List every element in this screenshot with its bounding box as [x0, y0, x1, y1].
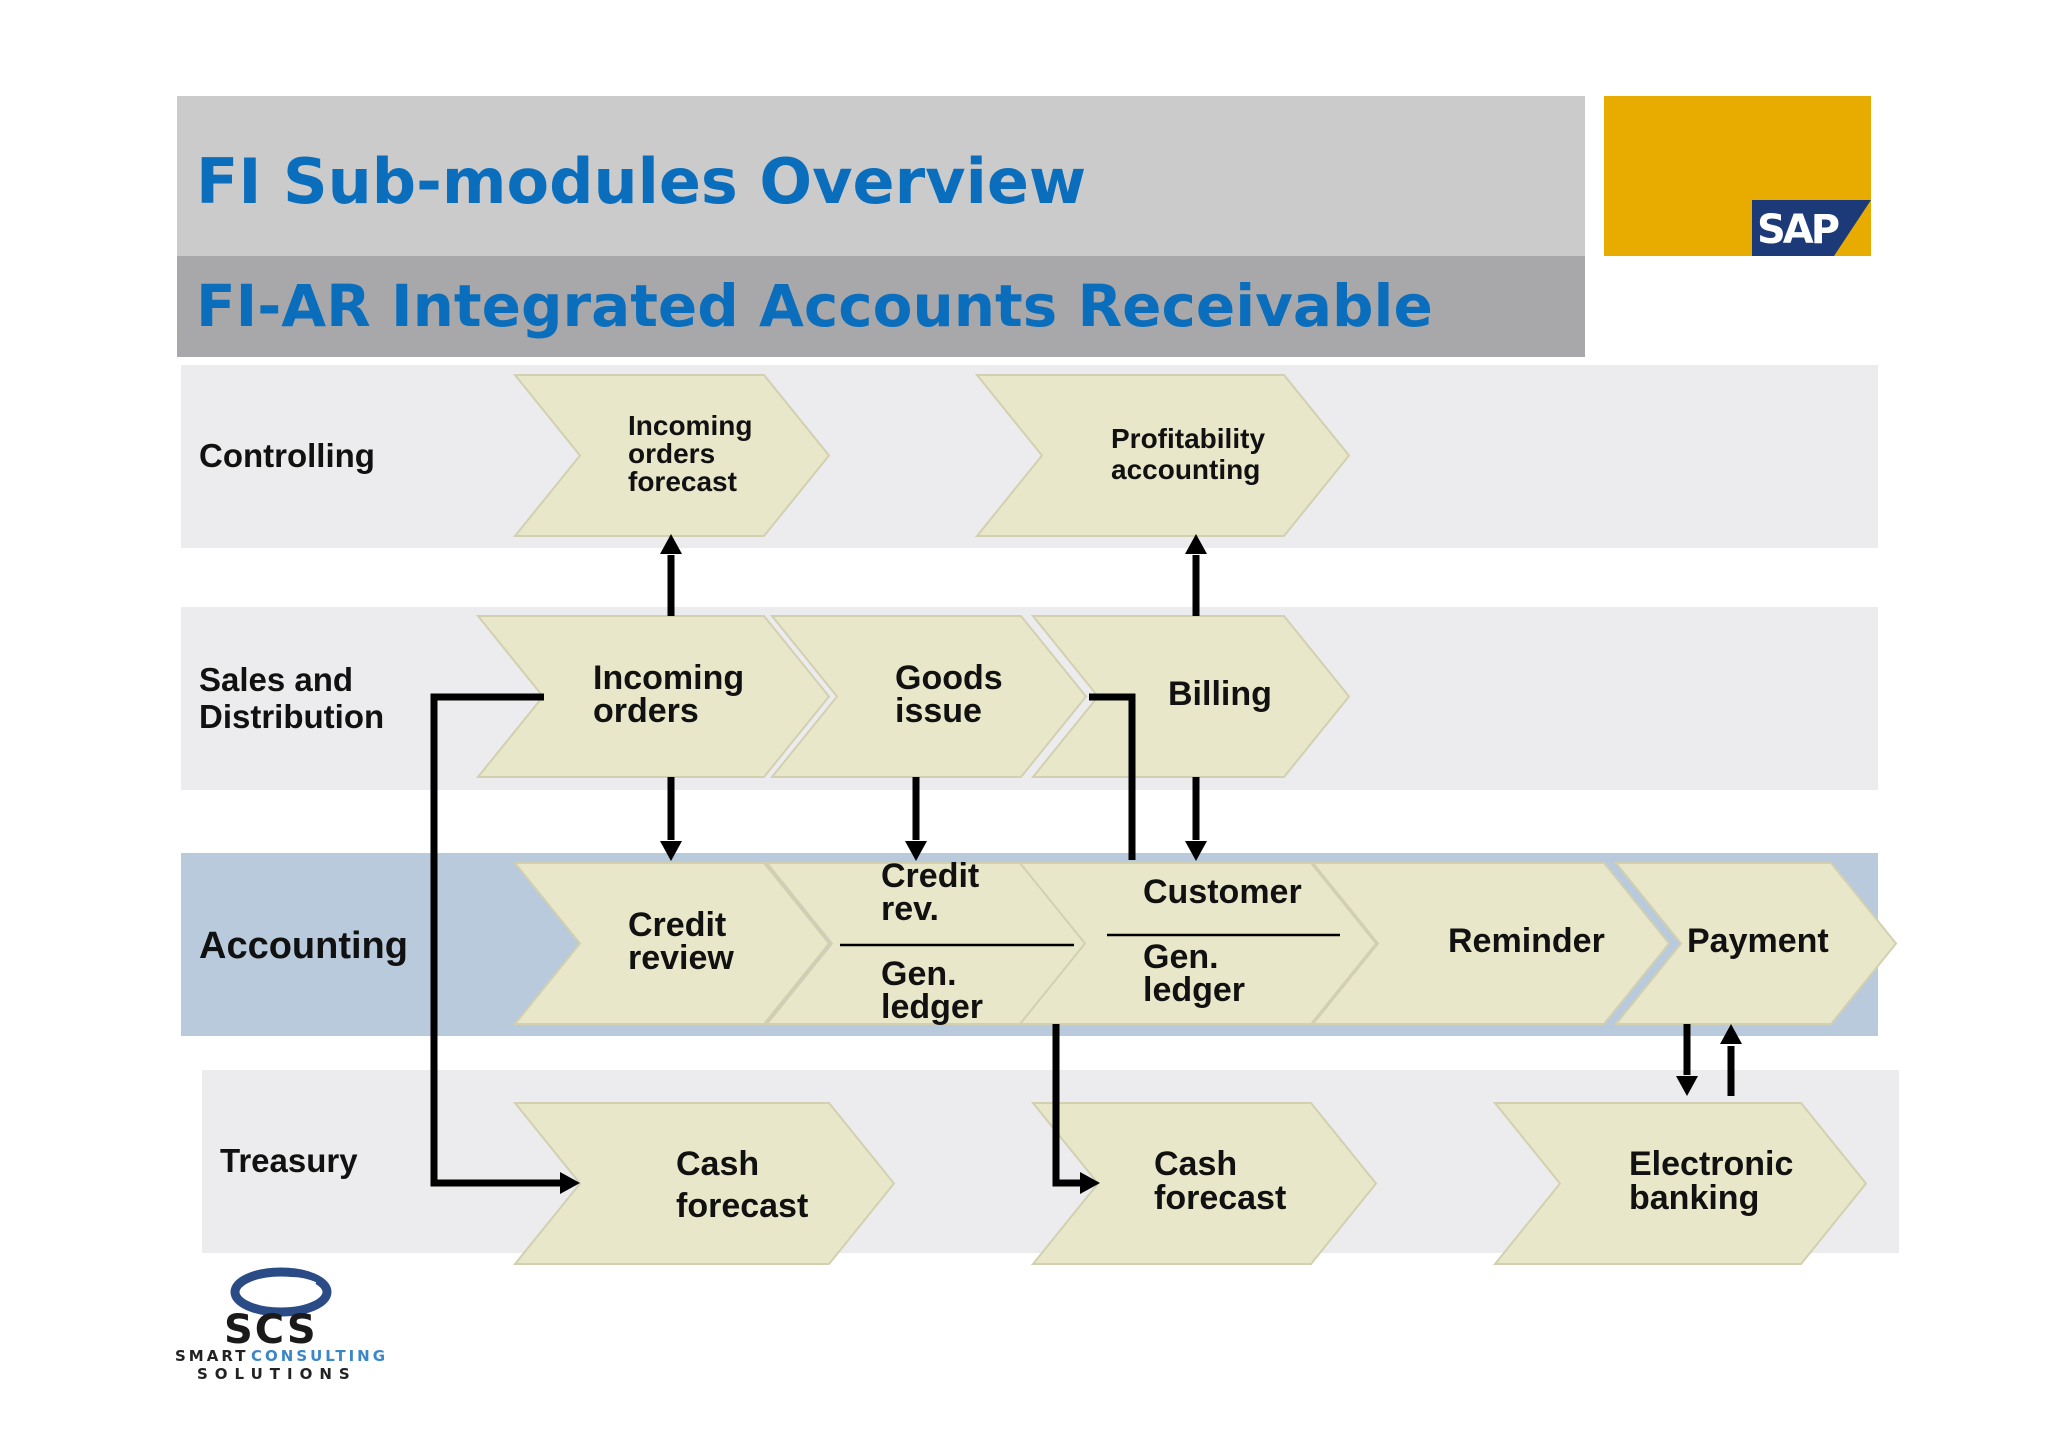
label-reminder-line-1: Reminder — [1448, 922, 1605, 960]
scs-line2: SOLUTIONS — [197, 1365, 357, 1383]
label-customer-bottom-line-2: ledger — [1143, 971, 1245, 1009]
chevron-goods-issue — [769, 615, 1088, 778]
label-cash-forecast-2-line-1: Cash — [1154, 1145, 1237, 1183]
label-customer-top-line-1: Customer — [1143, 873, 1302, 911]
arrow-payment-to-banking-head — [1676, 1076, 1698, 1096]
lane-label-sales-line2: Distribution — [199, 698, 384, 735]
label-credit-rev-top-line-1: Credit — [881, 857, 979, 895]
label-customer-bottom-line-1: Gen. — [1143, 938, 1219, 976]
connector-ledger-to-cash-forecast — [1052, 1024, 1080, 1187]
chevron-incoming-orders-forecast — [512, 374, 831, 537]
subheader-band — [177, 256, 1585, 357]
page-title: FI Sub-modules Overview — [196, 145, 1086, 218]
chevron-credit-review — [512, 862, 831, 1025]
page-subtitle: FI-AR Integrated Accounts Receivable — [196, 272, 1433, 340]
label-incoming-orders-forecast-line-3: forecast — [628, 466, 737, 497]
label-profitability-accounting-line-1: Profitability — [1111, 423, 1265, 454]
label-customer-top: Customer — [1143, 873, 1302, 911]
lane-label-accounting: Accounting — [199, 925, 408, 967]
arrow-goods-to-gen-ledger-head — [905, 841, 927, 861]
chevron-payment — [1613, 862, 1898, 1025]
label-goods-issue-line-2: issue — [895, 692, 982, 730]
label-customer-bottom: Gen.ledger — [1143, 938, 1245, 1009]
label-payment-line-1: Payment — [1687, 922, 1829, 960]
chevron-profitability-accounting — [974, 374, 1351, 537]
arrow-orders-to-forecast-head — [660, 534, 682, 554]
scs-swirl-icon — [230, 1267, 332, 1317]
label-reminder: Reminder — [1448, 922, 1605, 960]
label-credit-review-line-2: review — [628, 939, 734, 977]
label-cash-forecast-1: Cash forecast — [676, 1145, 808, 1225]
scs-swirl-accent — [247, 1277, 317, 1303]
arrow-orders-to-credit-review-head — [660, 841, 682, 861]
header-band — [177, 96, 1585, 256]
label-credit-rev-bottom-line-1: Gen. — [881, 955, 957, 993]
lane-label-sales-line1: Sales and — [199, 661, 353, 698]
label-electronic-banking-line-2: banking — [1629, 1179, 1759, 1217]
chevron-electronic-banking — [1492, 1102, 1868, 1265]
label-cash-forecast-2-line-2: forecast — [1154, 1179, 1286, 1217]
label-credit-review-line-1: Credit — [628, 906, 726, 944]
chevron-cash-forecast-1 — [512, 1102, 896, 1265]
connector-ledger-to-cash-forecast-head — [1080, 1172, 1100, 1194]
scs-mark: SCS — [224, 1307, 318, 1353]
label-goods-issue-line-1: Goods — [895, 659, 1003, 697]
label-billing: Billing — [1168, 675, 1272, 713]
connector-orders-to-cash-forecast — [430, 693, 560, 1187]
chevron-reminder — [1310, 862, 1671, 1025]
label-credit-rev-bottom-line-2: ledger — [881, 988, 983, 1026]
arrow-banking-to-payment-head — [1720, 1024, 1742, 1044]
lane-label-controlling: Controlling — [199, 437, 375, 474]
scs-line1-b: CONSULTING — [251, 1347, 388, 1365]
connector-goods-to-customer — [1089, 693, 1136, 860]
label-incoming-orders-line-1: Incoming — [593, 659, 744, 697]
label-billing-line-1: Billing — [1168, 675, 1272, 713]
label-payment: Payment — [1687, 922, 1829, 960]
label-electronic-banking-line-1: Electronic — [1629, 1145, 1793, 1183]
sap-logo: SAP — [1604, 96, 1871, 256]
scs-logo: SCS SMART CONSULTING SOLUTIONS — [175, 1267, 388, 1383]
label-incoming-orders-line-2: orders — [593, 692, 699, 730]
lane-label-treasury: Treasury — [220, 1142, 358, 1179]
scs-line1-a: SMART — [175, 1347, 248, 1365]
arrow-billing-to-profitability-head — [1185, 534, 1207, 554]
chevron-customer-gen-ledger — [1017, 862, 1378, 1025]
connector-orders-to-cash-forecast-head — [560, 1172, 580, 1194]
label-cash-forecast-1-line-2: forecast — [676, 1187, 808, 1225]
arrow-billing-to-customer-head — [1185, 841, 1207, 861]
sap-logo-text: SAP — [1757, 207, 1839, 253]
label-credit-rev-top-line-2: rev. — [881, 890, 939, 928]
label-credit-rev-bottom: Gen.ledger — [881, 955, 983, 1026]
label-profitability-accounting-line-2: accounting — [1111, 454, 1260, 485]
label-cash-forecast-1-line-1: Cash — [676, 1145, 759, 1183]
label-incoming-orders-forecast-line-1: Incoming — [628, 410, 752, 441]
label-incoming-orders-forecast-line-2: orders — [628, 438, 715, 469]
